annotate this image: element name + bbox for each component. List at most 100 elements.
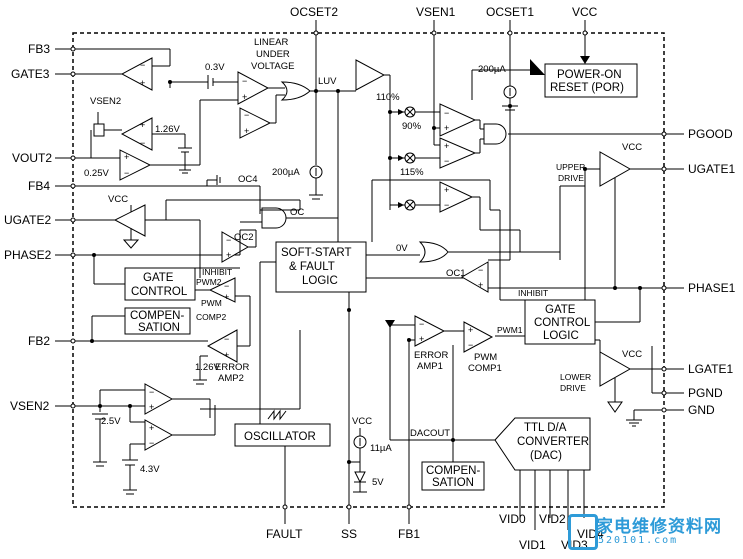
svg-text:+: + (149, 423, 154, 433)
svg-text:−: − (242, 76, 247, 86)
svg-text:−: − (244, 110, 249, 120)
svg-text:GATE: GATE (545, 304, 576, 316)
pin-phase1[interactable]: PHASE1 (488, 281, 736, 295)
pwm-comp-1: + − PWM COMP1 (463, 321, 502, 374)
svg-text:5V: 5V (372, 477, 384, 488)
pin-vcc[interactable]: VCC (572, 5, 598, 64)
svg-text:+: + (224, 292, 229, 302)
svg-text:+: + (419, 334, 424, 344)
svg-text:VSEN2: VSEN2 (90, 96, 121, 107)
svg-text:+: + (226, 250, 231, 260)
pin-gate3[interactable]: GATE3 (11, 67, 122, 81)
pin-gnd[interactable]: GND (626, 403, 715, 427)
svg-text:115%: 115% (400, 167, 424, 178)
lgate1-driver: VCC LOWER DRIVE (560, 349, 642, 413)
svg-text:1.26V: 1.26V (155, 124, 180, 135)
svg-text:UNDER: UNDER (256, 49, 290, 60)
svg-text:LUV: LUV (318, 76, 337, 87)
luv-buffer (355, 59, 391, 91)
watermark-logo: 家电维修资料网 520101.com (566, 510, 741, 552)
ocset1-current-source: 200µA (471, 64, 530, 111)
svg-text:+: + (244, 126, 249, 136)
svg-text:+: + (140, 120, 145, 130)
pin-phase2[interactable]: PHASE2 (4, 248, 240, 262)
svg-text:90%: 90% (402, 121, 422, 132)
pin-vsen2[interactable]: VSEN2 (10, 399, 145, 413)
svg-text:ERROR: ERROR (414, 350, 448, 361)
svg-text:110%: 110% (376, 92, 400, 103)
power-on-reset-block: POWER-ON RESET (POR) (530, 59, 638, 98)
pin-fb4[interactable]: FB4 (28, 179, 236, 193)
svg-text:1.26V: 1.26V (195, 362, 220, 373)
pin-vsen1[interactable]: VSEN1 (416, 5, 456, 92)
svg-text:AMP1: AMP1 (417, 361, 443, 372)
svg-text:+: + (124, 152, 129, 162)
svg-text:PGOOD: PGOOD (688, 127, 733, 141)
watermark-text: 家电维修资料网 (596, 517, 722, 537)
svg-text:COMPEN-: COMPEN- (130, 310, 184, 322)
pgood-and-gate (475, 119, 507, 154)
ic-boundary (72, 32, 665, 508)
svg-text:VSEN1: VSEN1 (416, 5, 456, 19)
pin-ugate2[interactable]: UGATE2 (4, 213, 115, 227)
pin-pgnd[interactable]: PGND (651, 346, 723, 400)
linear-amp-gate3: − + (120, 49, 171, 91)
svg-text:−: − (140, 60, 145, 70)
svg-text:LOWER: LOWER (560, 372, 591, 382)
svg-text:COMP1: COMP1 (468, 363, 502, 374)
svg-text:& FAULT: & FAULT (289, 261, 335, 273)
svg-text:COMPEN-: COMPEN- (426, 465, 480, 477)
svg-text:OC2: OC2 (234, 232, 254, 243)
svg-text:VID0: VID0 (499, 512, 526, 526)
svg-text:CONTROL: CONTROL (534, 317, 591, 329)
battery-0.3v: 0.3V (169, 62, 238, 89)
svg-text:LGATE1: LGATE1 (688, 362, 733, 376)
svg-text:0V: 0V (396, 243, 408, 254)
svg-text:DRIVE: DRIVE (558, 173, 584, 183)
svg-text:DRIVE: DRIVE (560, 383, 586, 393)
svg-text:−: − (224, 334, 229, 344)
vsen2-internal: VSEN2 (90, 96, 122, 158)
ugate1-driver: VCC UPPER DRIVE (556, 142, 642, 300)
pin-pgood[interactable]: PGOOD (508, 127, 733, 141)
svg-text:CONTROL: CONTROL (131, 286, 188, 298)
pin-fb3[interactable]: FB3 (28, 42, 170, 56)
svg-text:OCSET2: OCSET2 (290, 5, 338, 19)
svg-text:RESET (POR): RESET (POR) (550, 82, 624, 94)
svg-text:SOFT-START: SOFT-START (281, 247, 352, 259)
gate-control-2-block: GATE CONTROL INHIBIT PWM2 (93, 255, 232, 301)
ocset2-current-source: 200µA (272, 165, 323, 200)
svg-text:COMP2: COMP2 (196, 312, 227, 322)
svg-text:−: − (468, 340, 473, 350)
svg-text:VCC: VCC (622, 349, 642, 360)
svg-text:+: + (444, 185, 449, 195)
svg-text:−: − (444, 108, 449, 118)
svg-text:GND: GND (688, 403, 715, 417)
pin-ocset1[interactable]: OCSET1 (486, 5, 534, 105)
svg-text:VCC: VCC (572, 5, 598, 19)
pin-fb2[interactable]: FB2 (28, 334, 205, 348)
oc-and-gate: OC (240, 207, 339, 242)
pin-ss[interactable]: SS (341, 285, 357, 541)
interconnects (90, 80, 642, 442)
svg-text:GATE3: GATE3 (11, 67, 50, 81)
pin-lgate1[interactable]: LGATE1 (630, 362, 733, 376)
svg-text:GATE: GATE (143, 272, 174, 284)
svg-text:PWM2: PWM2 (196, 277, 222, 287)
svg-text:VID2: VID2 (539, 512, 566, 526)
svg-text:+: + (444, 123, 449, 133)
uv-comparator-a: − + (237, 71, 270, 105)
oscillator-block: OSCILLATOR (200, 330, 331, 447)
svg-text:−: − (149, 387, 154, 397)
svg-text:4.3V: 4.3V (140, 464, 160, 475)
svg-text:LINEAR: LINEAR (254, 37, 288, 48)
svg-text:FAULT: FAULT (266, 527, 303, 541)
pin-fault[interactable]: FAULT (266, 445, 303, 541)
uv-comparator-b: − + (239, 107, 272, 139)
pin-vout2[interactable]: VOUT2 (12, 151, 120, 165)
gate-control-logic-1-block: INHIBIT GATE CONTROL LOGIC PWM1 (495, 288, 641, 369)
pin-ugate1[interactable]: UGATE1 (630, 162, 735, 176)
svg-text:−: − (419, 319, 424, 329)
svg-text:−: − (224, 281, 229, 291)
pin-fb1[interactable]: FB1 (398, 340, 420, 541)
